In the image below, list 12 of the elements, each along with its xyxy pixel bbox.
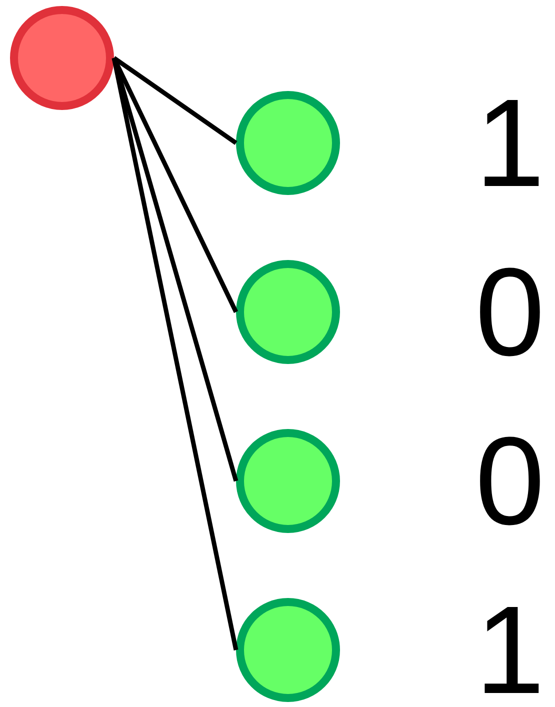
- connector-line: [112, 57, 238, 313]
- source-circle: [10, 6, 114, 110]
- digit-label: 1: [484, 607, 539, 693]
- digit-label: 1: [484, 100, 539, 186]
- output-circle: [236, 598, 340, 702]
- digit-label: 0: [480, 436, 540, 526]
- digit-label: 0: [480, 268, 540, 356]
- output-circle: [236, 260, 340, 364]
- connector-line: [112, 56, 238, 145]
- output-circle: [236, 91, 340, 195]
- output-circle: [236, 429, 340, 533]
- connector-line: [112, 58, 238, 650]
